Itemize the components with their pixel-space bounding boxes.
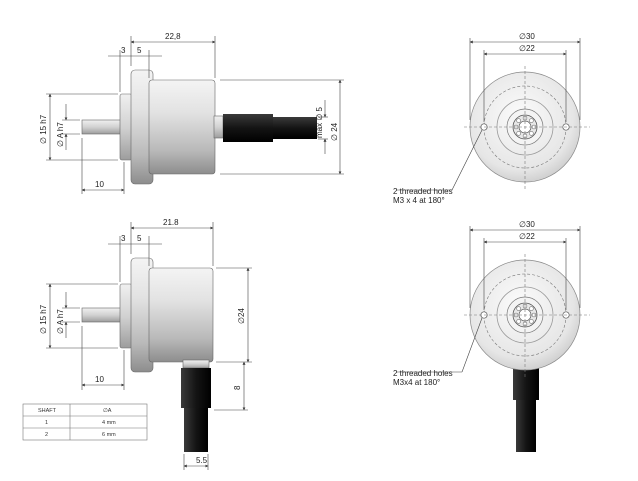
bottom-dim-overall: 21.8 xyxy=(163,218,179,227)
bottom-dim-body-dia: ∅24 xyxy=(237,308,246,324)
shaft-table-row-2-diameter: 6 mm xyxy=(102,432,116,438)
bottom-cable xyxy=(184,408,208,452)
bottom-dim-cable-width: 5.5 xyxy=(196,456,208,465)
bottom-shaft xyxy=(81,307,125,323)
bottom-cable-gland xyxy=(182,359,210,369)
top-cable-gland xyxy=(213,115,224,139)
bottom-front-dim-outer: ∅30 xyxy=(519,220,535,229)
bottom-dim-flange-dia: ∅ 15 h7 xyxy=(39,304,48,334)
bottom-body xyxy=(148,267,214,363)
top-dim-body-dia: ∅ 24 xyxy=(330,122,339,141)
bottom-cable-sleeve xyxy=(181,368,211,408)
top-dim-flange: 3 xyxy=(121,46,126,55)
top-dim-shaft-dia: ∅ A h7 xyxy=(56,122,65,147)
top-cable-sleeve xyxy=(223,114,273,142)
top-dim-shaft-length: 10 xyxy=(95,180,104,189)
bottom-dimensions: 21.8 3 5 10 ∅ 15 h7 ∅ A h7 ∅24 xyxy=(39,218,252,470)
top-dim-overall: 22,8 xyxy=(165,32,181,41)
bottom-front-cable xyxy=(516,400,536,452)
bottom-front-note-line1: 2 threaded holes xyxy=(393,369,453,378)
shaft-table-row-1-shaft: 1 xyxy=(45,420,48,426)
bottom-side-view: 21.8 3 5 10 ∅ 15 h7 ∅ A h7 ∅24 xyxy=(39,218,252,470)
shaft-table-header-shaft: SHAFT xyxy=(38,408,57,414)
bottom-front-view: ∅30 ∅22 2 threaded holes M3x4 at 180° xyxy=(393,220,590,452)
bottom-dim-shaft-length: 10 xyxy=(95,375,104,384)
top-body xyxy=(148,79,216,175)
top-dimensions: 22,8 3 5 10 ∅ 15 h7 ∅ A h7 ∅ 24 xyxy=(39,32,344,194)
shaft-table-row-1-diameter: 4 mm xyxy=(102,420,116,426)
top-pilot-boss xyxy=(119,93,133,161)
shaft-table-header-diameter: ∅A xyxy=(103,407,112,414)
top-dim-flange-dia: ∅ 15 h7 xyxy=(39,114,48,144)
top-cable xyxy=(273,117,317,139)
shaft-table: SHAFT ∅A 1 4 mm 2 6 mm xyxy=(22,403,148,441)
bottom-front-note-line2: M3x4 at 180° xyxy=(393,378,440,387)
bottom-pilot-boss xyxy=(119,283,133,349)
bottom-dim-pilot: 5 xyxy=(137,234,142,243)
top-shaft xyxy=(81,119,125,135)
shaft-table-row-2-shaft: 2 xyxy=(45,432,48,438)
top-front-view: ∅30 ∅22 2 threaded holes M3 x 4 at 180° xyxy=(393,32,590,205)
top-dim-pilot: 5 xyxy=(137,46,142,55)
top-front-dim-outer: ∅30 xyxy=(519,32,535,41)
top-dim-max-cable: max ∅ 5 xyxy=(315,106,324,138)
bottom-front-dim-pcd: ∅22 xyxy=(519,232,535,241)
bottom-dim-cable-offset: 8 xyxy=(233,385,242,390)
bottom-dim-shaft-dia: ∅ A h7 xyxy=(56,309,65,334)
top-front-note-line2: M3 x 4 at 180° xyxy=(393,196,445,205)
bottom-dim-flange: 3 xyxy=(121,234,126,243)
top-side-view: 22,8 3 5 10 ∅ 15 h7 ∅ A h7 ∅ 24 xyxy=(39,32,344,194)
top-front-dim-pcd: ∅22 xyxy=(519,44,535,53)
top-front-note-line1: 2 threaded holes xyxy=(393,187,453,196)
